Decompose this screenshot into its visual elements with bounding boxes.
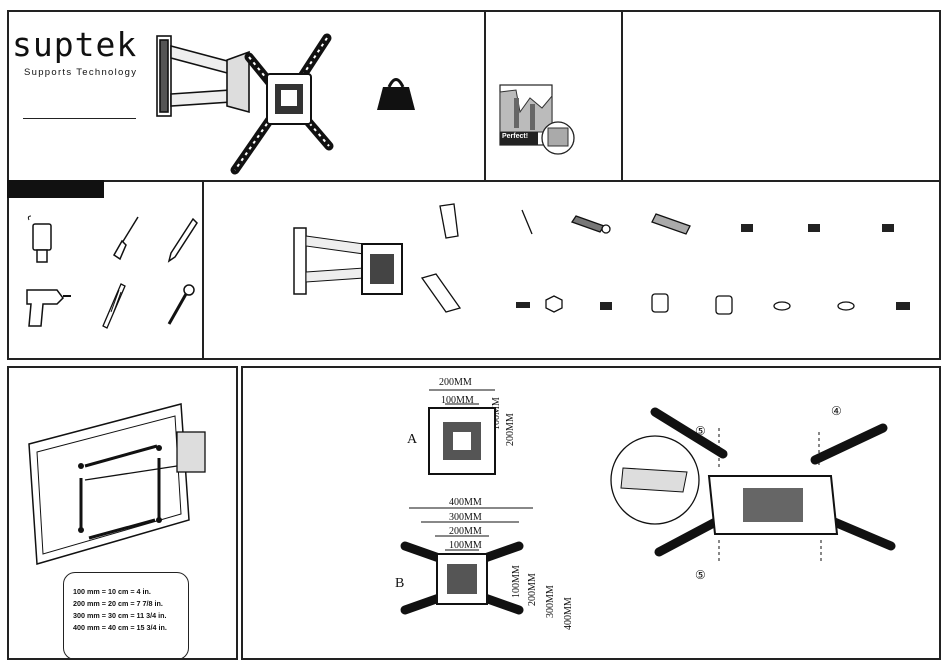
conversion-row: 300 mm = 30 cm = 11 3/4 in. <box>73 610 167 623</box>
wall-type-panel: Perfect! <box>484 10 623 182</box>
screwdriver-icon <box>106 215 146 265</box>
tools-panel <box>7 180 204 360</box>
socket-wrench-icon <box>161 282 201 332</box>
pencil-icon <box>163 215 203 265</box>
notes-panel <box>621 10 941 182</box>
header-panel: suptek Supports Technology <box>7 10 486 182</box>
assembly-panel: A 200MM 100MM 100MM 200MM B 400MM 300MM … <box>241 366 941 660</box>
stud-finder-icon <box>27 216 67 266</box>
perfect-label: Perfect! <box>502 133 528 140</box>
drill-bit-icon <box>97 282 137 332</box>
tools-header-bar <box>7 180 104 198</box>
callout-part-5-bottom: ⑤ <box>695 568 706 582</box>
conversion-row: 100 mm = 10 cm = 4 in. <box>73 586 151 599</box>
weight-icon <box>9 12 488 184</box>
conversion-table: 100 mm = 10 cm = 4 in. 200 mm = 20 cm = … <box>63 572 189 660</box>
parts-panel <box>202 180 941 360</box>
drywall-stud-icon <box>486 12 625 184</box>
power-drill-icon <box>23 286 73 336</box>
callout-part-5-top: ⑤ <box>695 424 706 438</box>
callout-part-4: ④ <box>831 404 842 418</box>
hardware-parts-icons <box>204 182 943 362</box>
conversion-row: 200 mm = 20 cm = 7 7/8 in. <box>73 598 163 611</box>
measure-panel: 100 mm = 10 cm = 4 in. 200 mm = 20 cm = … <box>7 366 238 660</box>
conversion-row: 400 mm = 40 cm = 15 3/4 in. <box>73 622 167 635</box>
